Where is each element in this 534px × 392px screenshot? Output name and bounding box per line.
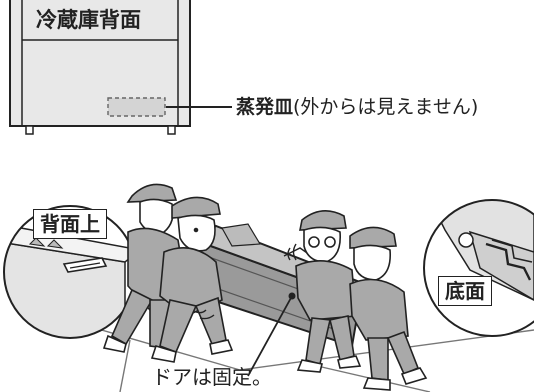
evaporator-note-text: (外からは見えません) bbox=[293, 96, 479, 118]
bottom-inset bbox=[423, 199, 534, 337]
fridge-back-panel bbox=[9, 0, 191, 135]
door-leader-line bbox=[247, 295, 293, 377]
back-top-label: 背面上 bbox=[33, 209, 107, 239]
worker-right-front bbox=[349, 226, 428, 391]
evaporator-label: 蒸発皿(外からは見えません) bbox=[236, 94, 478, 120]
motion-marks bbox=[195, 243, 297, 320]
worker-right-back bbox=[295, 210, 362, 373]
bottom-label: 底面 bbox=[438, 276, 492, 306]
fridge-back-title: 冷蔵庫背面 bbox=[36, 8, 141, 32]
evaporator-tray bbox=[107, 97, 166, 117]
evaporator-bold-text: 蒸発皿 bbox=[236, 96, 294, 118]
door-fixed-label: ドアは固定。 bbox=[152, 365, 272, 389]
worker-left-front bbox=[150, 196, 234, 363]
